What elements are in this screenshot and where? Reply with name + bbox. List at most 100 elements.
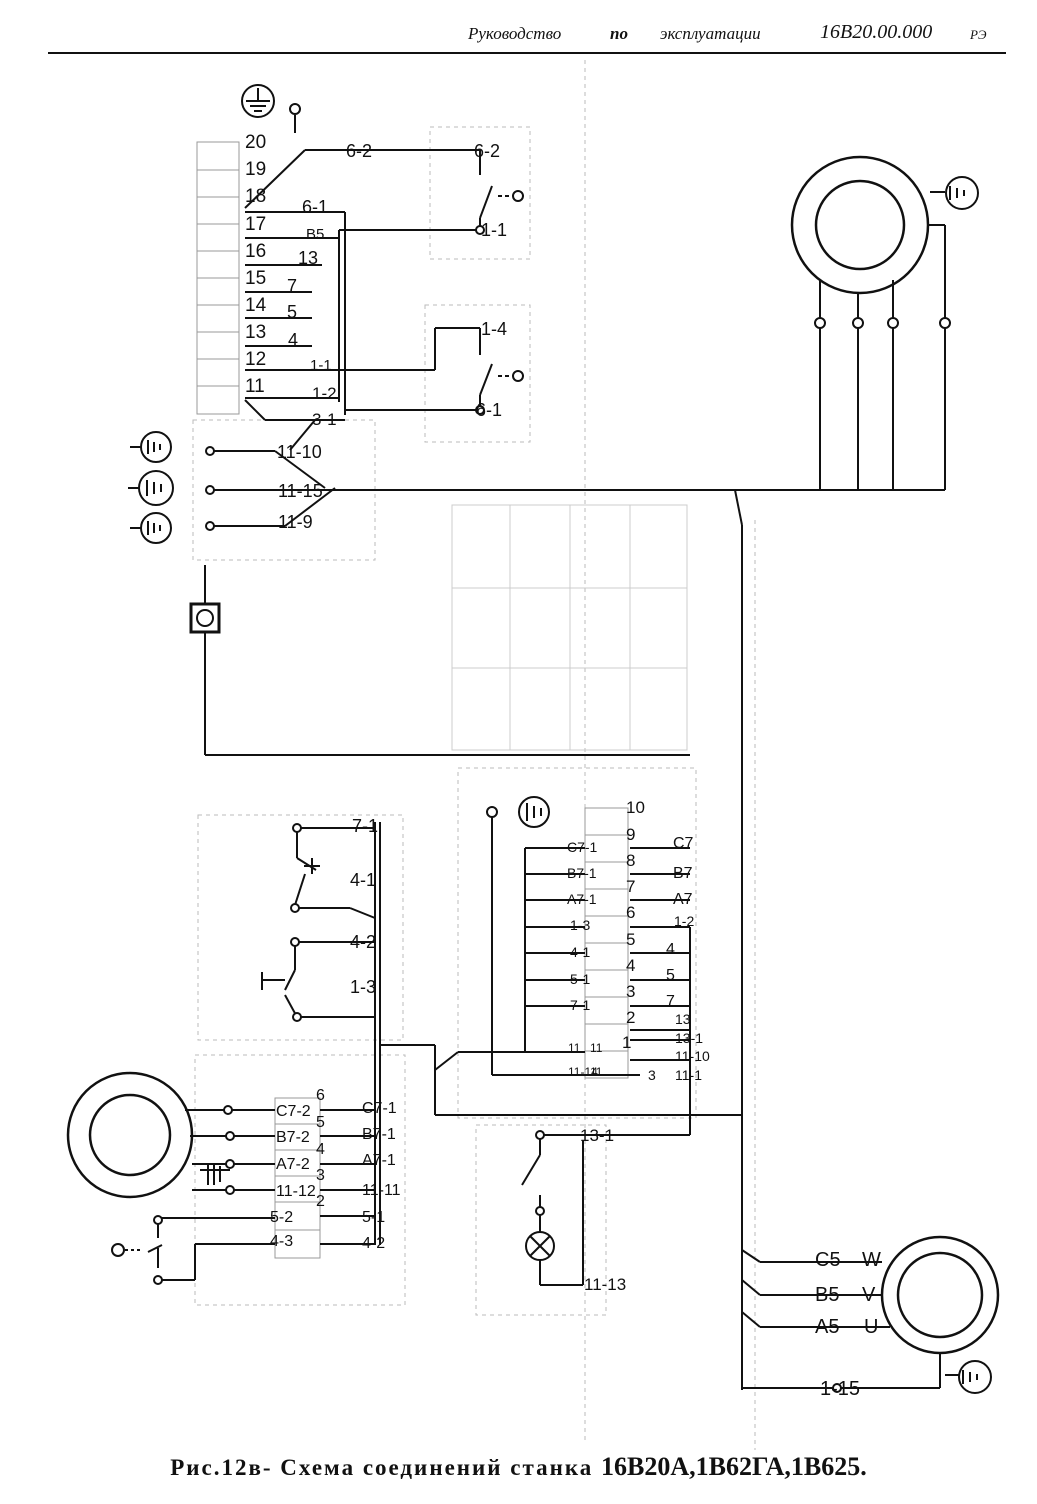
phase-label: W: [862, 1249, 881, 1271]
header-word-po: по: [610, 24, 628, 43]
left-block-labels: С7-2 В7-2 А7-2 11-12 5-2 4-3 6 5 4 3 2 С…: [270, 1087, 401, 1252]
top-wire-labels: 6-2 6-2 6-1 В5 13 7 5 4 1-1 1-2 3-1 1-1 …: [277, 141, 507, 532]
tb-center-num: 5: [626, 930, 635, 949]
wire-label: В5: [815, 1284, 839, 1306]
wire-label: С7-1: [567, 839, 598, 855]
tb-top-num: 14: [245, 295, 267, 316]
header-word-manual: Руководство: [468, 24, 562, 43]
socket-icon: [189, 602, 221, 634]
wire-label: 11: [590, 1065, 603, 1079]
terminal-block-center: 10 9 8 7 6 5 4 3 2 1: [584, 798, 645, 1079]
push-button-wiring: [261, 822, 381, 1245]
ground-icon: [130, 512, 172, 544]
wire-label: 11-14: [568, 1065, 598, 1079]
tb-top-num: 19: [245, 159, 266, 180]
tb-center-num: 4: [626, 956, 635, 975]
tb-top-num: 16: [245, 241, 266, 262]
wire-label: 1-1: [481, 220, 507, 240]
tb-center-num: 6: [626, 903, 635, 922]
wire-label: А7-1: [567, 891, 597, 907]
header-doc-code: 16В20.00.000: [820, 21, 933, 43]
figure-caption: Рис.12в- Схема соединений станка 16В20А,…: [0, 1452, 1037, 1482]
wire-label: А7: [673, 891, 693, 908]
wire-label: 4-3: [270, 1233, 293, 1250]
ground-icon: [945, 176, 979, 210]
wire-label: 11-10: [675, 1048, 710, 1064]
ground-icon: [958, 1360, 992, 1394]
tb-top-num: 15: [245, 268, 266, 289]
left-terminal-block: [274, 1097, 321, 1259]
wire-label: С7-2: [276, 1103, 311, 1120]
motor-top-right-icon: [790, 155, 979, 490]
wire-label: 5: [666, 967, 675, 984]
top-wiring: [204, 115, 945, 1390]
wire-label: 13-1: [675, 1030, 703, 1046]
tb-center-num: 10: [626, 798, 645, 817]
wire-label: 7: [666, 993, 675, 1010]
wire-label: А7-2: [276, 1156, 310, 1173]
wire-label: 11-10: [277, 442, 322, 462]
terminal-block-top: 20 19 18 17 16 15 14 13 12 11: [196, 132, 267, 415]
ground-icon: [518, 796, 550, 828]
wire-label: 6-1: [476, 400, 502, 420]
wire-label: 11-1: [675, 1067, 702, 1083]
lamp-labels: 13-1 11-13: [580, 1126, 626, 1294]
tb-top-num: 13: [245, 322, 266, 343]
wire-label: 5: [316, 1114, 325, 1131]
wire-label: 4: [666, 941, 675, 958]
wire-label: 2: [316, 1193, 325, 1210]
push-button-labels: 7-1 4-1 4-2 1-3: [350, 816, 378, 997]
wire-label: В7-1: [567, 865, 597, 881]
wire-label: 1-1: [310, 357, 332, 374]
wire-label: 11-9: [278, 512, 313, 532]
wire-label: В5: [306, 226, 324, 243]
wire-label: 11: [568, 1041, 581, 1055]
tb-center-num: 3: [626, 982, 635, 1001]
phase-label: U: [864, 1316, 878, 1338]
wire-label: 6: [316, 1087, 325, 1104]
wire-label: 11-15: [278, 481, 323, 501]
wire-label: С7-1: [362, 1100, 397, 1117]
tb-center-num: 7: [626, 877, 635, 896]
tb-top-num: 17: [245, 214, 266, 235]
tb-center-num: 1: [622, 1033, 631, 1052]
phase-label: V: [862, 1284, 876, 1306]
ground-icon: [241, 84, 275, 118]
wire-label: В7: [673, 865, 693, 882]
wire-label: 13: [298, 248, 318, 268]
wire-label: 1-2: [674, 913, 694, 929]
wire-label: 5: [287, 302, 297, 322]
wire-label: А7-1: [362, 1152, 396, 1169]
wire-label: 5-1: [570, 971, 590, 987]
page-header: Руководство по эксплуатации 16В20.00.000…: [48, 18, 1006, 54]
wire-label: 6-1: [302, 197, 328, 217]
wire-label: 3: [316, 1167, 325, 1184]
main-motor-terminal: [832, 1383, 842, 1393]
wire-label: 4-1: [350, 870, 376, 890]
main-motor-icon: [880, 1235, 1000, 1355]
wire-label: 5-2: [270, 1209, 293, 1226]
wire-label: С5: [815, 1249, 841, 1271]
tb-center-num: 9: [626, 825, 635, 844]
wire-label: 13-1: [580, 1126, 614, 1145]
header-doc-suffix: РЭ: [970, 27, 987, 42]
caption-prefix: Рис.12в- Схема соединений станка: [170, 1455, 594, 1480]
wire-label: 4: [316, 1141, 325, 1158]
center-terminal: [486, 806, 498, 818]
wire-label: 4-1: [570, 944, 590, 960]
left-block-terminals: [111, 1105, 235, 1285]
top-terminals: [205, 103, 524, 531]
wire-label: 7: [287, 276, 297, 296]
wire-label: В7-2: [276, 1129, 310, 1146]
wire-label: В7-1: [362, 1126, 396, 1143]
wire-label: 11-11: [362, 1182, 401, 1199]
wire-label: А5: [815, 1316, 839, 1338]
caption-models: 16В20А,1В62ГА,1В625.: [600, 1452, 867, 1481]
center-left-labels: С7-1 В7-1 А7-1 1-3 4-1 5-1 7-1 11 11-14 …: [567, 839, 603, 1079]
ground-icon: [130, 431, 172, 463]
wire-label: 6-2: [346, 141, 372, 161]
wire-label: 3: [648, 1067, 656, 1083]
tb-center-num: 2: [626, 1008, 635, 1027]
tb-center-num: 8: [626, 851, 635, 870]
